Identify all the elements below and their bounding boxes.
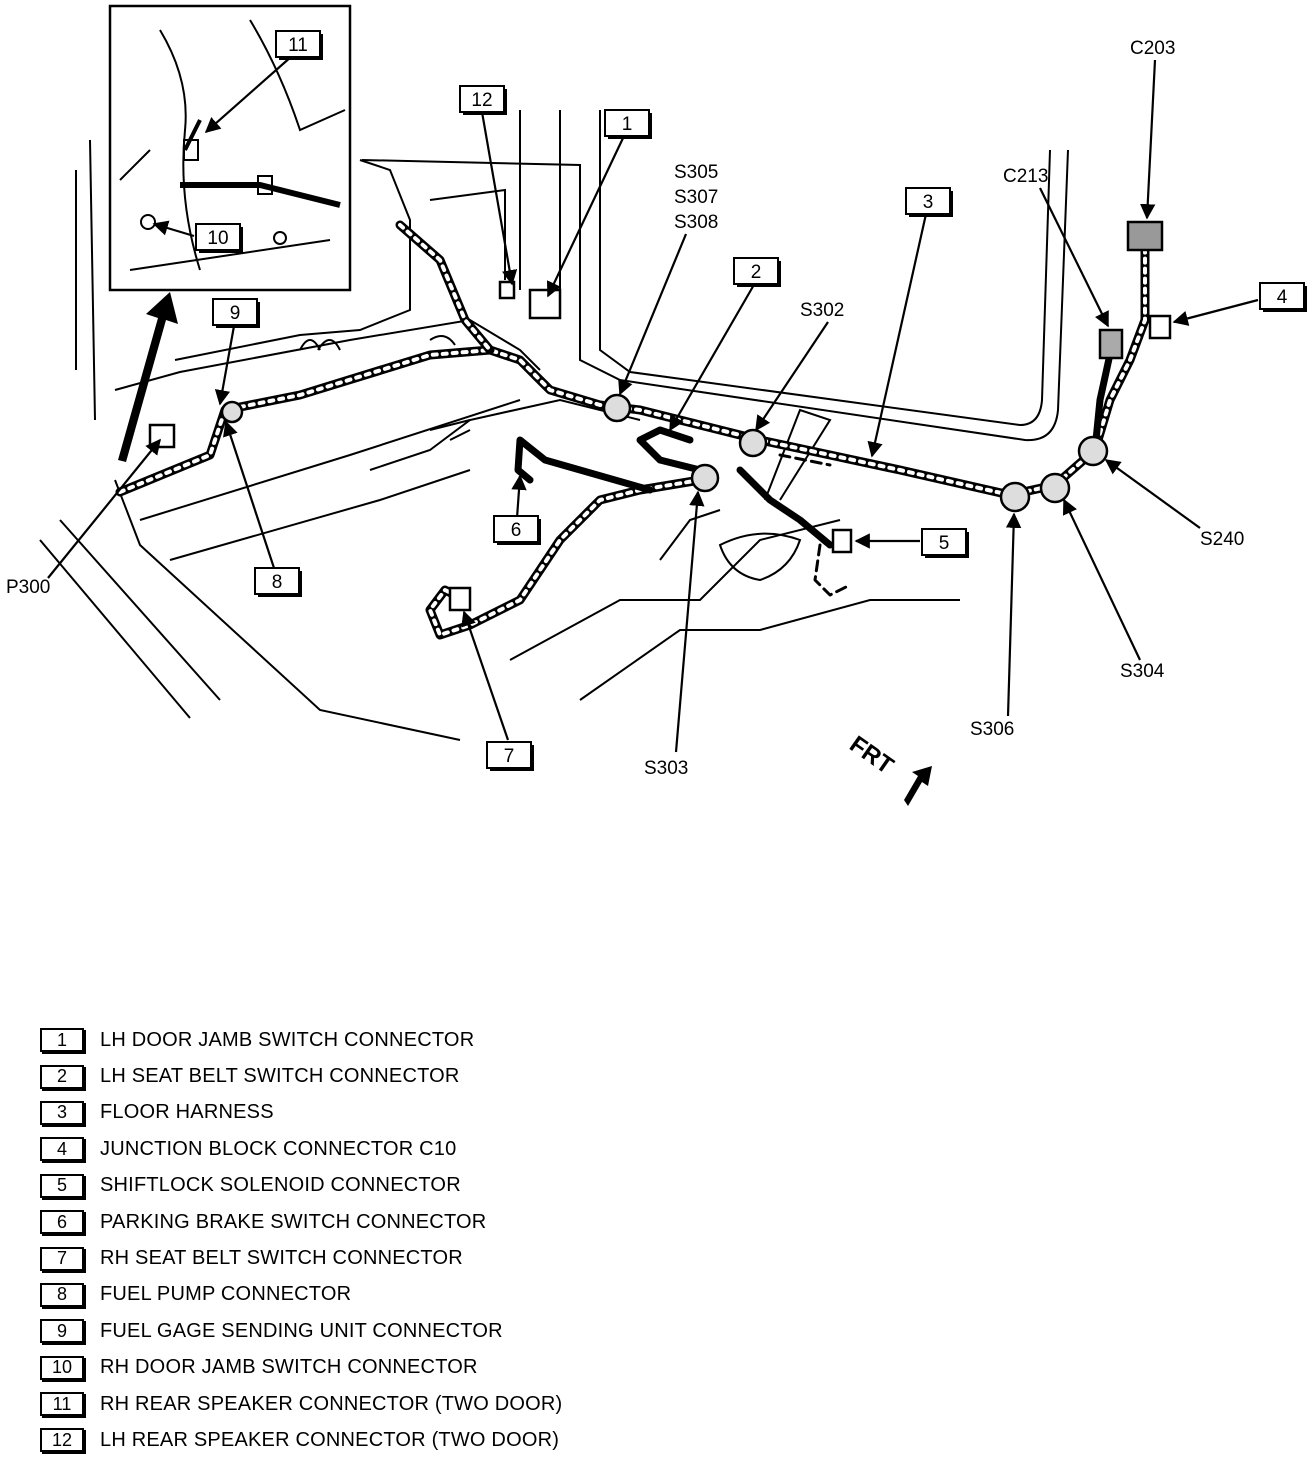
callout-box-11 (275, 30, 321, 58)
label-c203: C203 (1130, 38, 1175, 59)
callout-number-10: 10 (207, 228, 228, 249)
callout-legend: 1 LH DOOR JAMB SWITCH CONNECTOR 2 LH SEAT B… (40, 1022, 562, 1459)
legend-text: LH DOOR JAMB SWITCH CONNECTOR (100, 1028, 475, 1051)
callout-number-2: 2 (751, 262, 762, 283)
legend-number: 6 (40, 1210, 84, 1235)
legend-item: 11 RH REAR SPEAKER CONNECTOR (TWO DOOR) (40, 1386, 562, 1422)
callout-box-3 (905, 187, 951, 215)
legend-text: RH SEAT BELT SWITCH CONNECTOR (100, 1247, 463, 1270)
label-s308: S308 (674, 212, 718, 233)
legend-text: FLOOR HARNESS (100, 1101, 274, 1124)
label-s304: S304 (1120, 661, 1165, 682)
legend-number: 9 (40, 1319, 84, 1344)
label-p300: P300 (6, 577, 50, 598)
legend-item: 4 JUNCTION BLOCK CONNECTOR C10 (40, 1131, 562, 1167)
callout-box-5 (921, 528, 967, 556)
frt-label: FRT (845, 731, 899, 780)
legend-number: 3 (40, 1100, 84, 1125)
splice-labels: C203 C213 S305 S307 S308 S302 S240 S304 … (6, 38, 1244, 779)
label-s307: S307 (674, 187, 718, 208)
legend-number: 4 (40, 1137, 84, 1162)
legend-number: 2 (40, 1064, 84, 1089)
legend-item: 1 LH DOOR JAMB SWITCH CONNECTOR (40, 1022, 562, 1058)
callout-number-8: 8 (272, 572, 283, 593)
label-s305: S305 (674, 162, 718, 183)
legend-item: 9 FUEL GAGE SENDING UNIT CONNECTOR (40, 1313, 562, 1349)
legend-item: 5 SHIFTLOCK SOLENOID CONNECTOR (40, 1168, 562, 1204)
callout-number-3: 3 (923, 192, 934, 213)
legend-item: 12 LH REAR SPEAKER CONNECTOR (TWO DOOR) (40, 1422, 562, 1458)
callout-number-4: 4 (1277, 287, 1288, 308)
callout-number-7: 7 (504, 746, 515, 767)
front-direction-indicator: FRT (845, 731, 932, 806)
legend-number: 12 (40, 1428, 84, 1453)
callout-number-12: 12 (471, 90, 492, 111)
legend-text: LH REAR SPEAKER CONNECTOR (TWO DOOR) (100, 1428, 560, 1451)
legend-text: FUEL PUMP CONNECTOR (100, 1283, 352, 1306)
legend-item: 8 FUEL PUMP CONNECTOR (40, 1277, 562, 1313)
legend-item: 7 RH SEAT BELT SWITCH CONNECTOR (40, 1240, 562, 1276)
legend-item: 10 RH DOOR JAMB SWITCH CONNECTOR (40, 1350, 562, 1386)
legend-number: 1 (40, 1028, 84, 1053)
legend-text: RH DOOR JAMB SWITCH CONNECTOR (100, 1356, 478, 1379)
legend-text: FUEL GAGE SENDING UNIT CONNECTOR (100, 1319, 503, 1342)
connector-bodies (148, 220, 1172, 612)
callout-box-10 (195, 223, 241, 251)
legend-text: LH SEAT BELT SWITCH CONNECTOR (100, 1065, 460, 1088)
frt-arrow-icon (904, 766, 932, 806)
legend-text: PARKING BRAKE SWITCH CONNECTOR (100, 1210, 487, 1233)
inset-pointer-arrow (118, 292, 178, 462)
legend-number: 8 (40, 1282, 84, 1307)
callout-number-6: 6 (511, 520, 522, 541)
label-s240: S240 (1200, 529, 1244, 550)
legend-number: 10 (40, 1355, 84, 1380)
floor-harness (115, 220, 1150, 640)
splice-points (220, 393, 1109, 513)
label-s306: S306 (970, 719, 1014, 740)
legend-text: RH REAR SPEAKER CONNECTOR (TWO DOOR) (100, 1392, 563, 1415)
label-s302: S302 (800, 300, 844, 321)
callout-number-1: 1 (622, 114, 633, 135)
callout-box-2 (733, 257, 779, 285)
legend-number: 11 (40, 1392, 84, 1417)
legend-number: 5 (40, 1173, 84, 1198)
legend-item: 2 LH SEAT BELT SWITCH CONNECTOR (40, 1058, 562, 1094)
callout-box-9 (212, 298, 258, 326)
legend-text: SHIFTLOCK SOLENOID CONNECTOR (100, 1174, 461, 1197)
label-s303: S303 (644, 758, 688, 779)
callout-number-9: 9 (230, 303, 241, 324)
legend-item: 3 FLOOR HARNESS (40, 1095, 562, 1131)
callout-box-6 (493, 515, 539, 543)
callout-box-1 (604, 109, 650, 137)
legend-text: JUNCTION BLOCK CONNECTOR C10 (100, 1137, 457, 1160)
callout-number-11: 11 (288, 35, 308, 56)
callout-box-4 (1259, 282, 1305, 310)
legend-item: 6 PARKING BRAKE SWITCH CONNECTOR (40, 1204, 562, 1240)
callout-number-5: 5 (939, 533, 950, 554)
callout-box-7 (486, 741, 532, 769)
legend-number: 7 (40, 1246, 84, 1271)
leader-lines (47, 55, 1259, 753)
label-c213: C213 (1003, 166, 1048, 187)
callout-box-8 (254, 567, 300, 595)
callout-box-12 (459, 85, 505, 113)
